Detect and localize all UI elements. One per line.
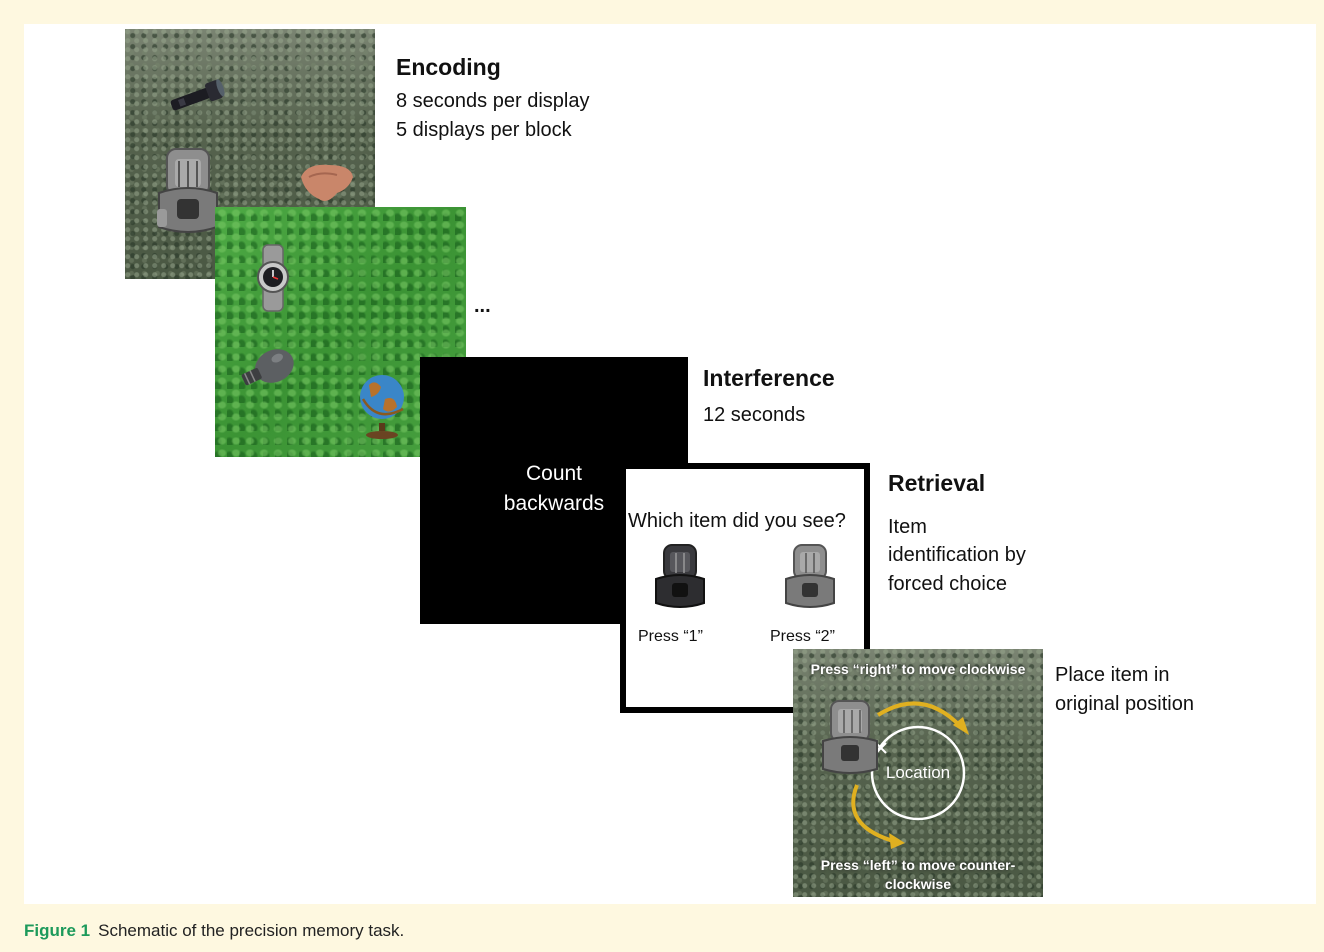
light-bulb-icon — [241, 349, 294, 386]
location-label: Location — [885, 763, 951, 782]
figure-caption-text: Schematic of the precision memory task. — [98, 921, 405, 940]
encoding-duration: 8 seconds per display — [396, 90, 590, 112]
location-screen: Press “right” to move clockwise Location… — [793, 649, 1043, 897]
car-seat-icon — [157, 148, 218, 233]
press-2-label: Press “2” — [770, 628, 835, 645]
encoding-count: 5 displays per block — [396, 119, 572, 141]
flashlight-icon — [170, 79, 225, 111]
globe-icon — [360, 375, 404, 439]
retrieval-question: Which item did you see? — [628, 510, 846, 532]
watch-icon — [257, 244, 289, 312]
retrieval-title: Retrieval — [888, 470, 986, 496]
interference-duration: 12 seconds — [703, 404, 806, 426]
encoding-title: Encoding — [396, 54, 501, 80]
retrieval-desc-1: Item — [888, 516, 927, 538]
figure-label: Figure 1 — [24, 921, 91, 940]
ellipsis: ... — [474, 295, 491, 317]
retrieval-desc-2: identification by — [888, 544, 1026, 566]
retrieval-desc-3: forced choice — [888, 573, 1007, 595]
liver-icon — [301, 164, 353, 201]
count-backwards-text: Count backwards — [420, 459, 688, 519]
car-seat-icon — [785, 544, 835, 608]
counterclockwise-instruction: Press “left” to move counter- clockwise — [793, 856, 1043, 894]
count-line-2: backwards — [503, 492, 605, 515]
press-1-label: Press “1” — [638, 628, 703, 645]
counterclockwise-line-2: clockwise — [884, 876, 952, 892]
location-diagram — [822, 700, 969, 849]
clockwise-instruction: Press “right” to move clockwise — [810, 661, 1026, 677]
interference-title: Interference — [703, 365, 835, 391]
counterclockwise-line-1: Press “left” to move counter- — [820, 857, 1016, 873]
count-line-1: Count — [525, 462, 583, 485]
figure-caption: Figure 1 Schematic of the precision memor… — [24, 921, 404, 941]
car-seat-icon — [655, 544, 705, 608]
car-seat-icon — [822, 700, 878, 774]
location-desc-2: original position — [1055, 693, 1194, 715]
location-desc-1: Place item in — [1055, 664, 1170, 686]
